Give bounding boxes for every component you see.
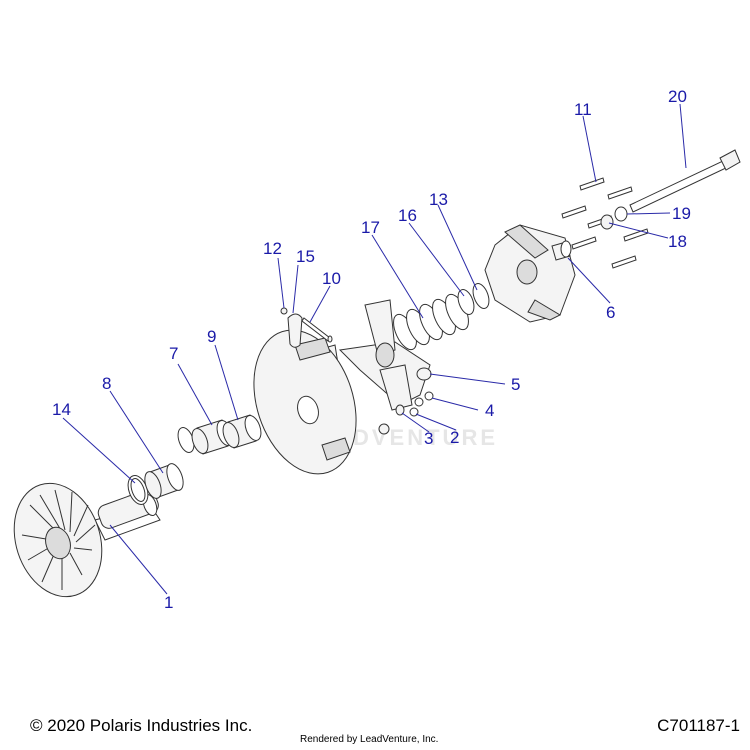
callout-2: 2 [450,428,459,447]
callout-12: 12 [263,239,282,258]
callout-1: 1 [164,593,173,612]
part-17-spider[interactable] [338,299,431,411]
part-spring[interactable] [389,291,473,353]
part-15-weight[interactable] [287,313,303,348]
callout-14: 14 [52,400,71,419]
rendered-by-text: Rendered by LeadVenture, Inc. [300,734,439,745]
callout-10: 10 [322,269,341,288]
callout-3: 3 [424,429,433,448]
callout-17: 17 [361,218,380,237]
callout-13: 13 [429,190,448,209]
drawing-code: C701187-1 [657,716,740,735]
part-5-roller[interactable] [416,367,432,381]
callout-5: 5 [511,375,520,394]
part-16-washer[interactable] [455,287,477,316]
callout-8: 8 [102,374,111,393]
part-9-bushing[interactable] [220,413,264,449]
part-18-washer[interactable] [600,214,614,230]
callout-6: 6 [606,303,615,322]
cover-plate[interactable] [484,224,576,323]
callout-4: 4 [485,401,494,420]
part-10-pin[interactable] [301,317,333,343]
part-12-nut[interactable] [280,307,288,315]
stationary-sheave[interactable] [236,317,373,487]
callout-7: 7 [169,344,178,363]
callout-20: 20 [668,87,687,106]
callout-19: 19 [672,204,691,223]
leader-lines [62,103,687,595]
part-19-washer[interactable] [614,206,628,222]
callout-15: 15 [296,247,315,266]
callout-9: 9 [207,327,216,346]
part-4-washer[interactable] [414,391,434,407]
callout-16: 16 [398,206,417,225]
part-1-moveable-sheave[interactable] [0,472,161,608]
part-20-long-bolt[interactable] [629,149,741,213]
callout-11: 11 [574,100,592,119]
callout-18: 18 [668,232,687,251]
callouts: 1 2 3 4 5 6 7 8 9 10 11 12 13 14 15 16 1… [52,87,691,612]
part-6-bushing[interactable] [551,240,572,261]
part-3-button[interactable] [378,404,405,435]
part-8-bushing[interactable] [142,461,187,500]
copyright-text: © 2020 Polaris Industries Inc. [30,716,253,735]
